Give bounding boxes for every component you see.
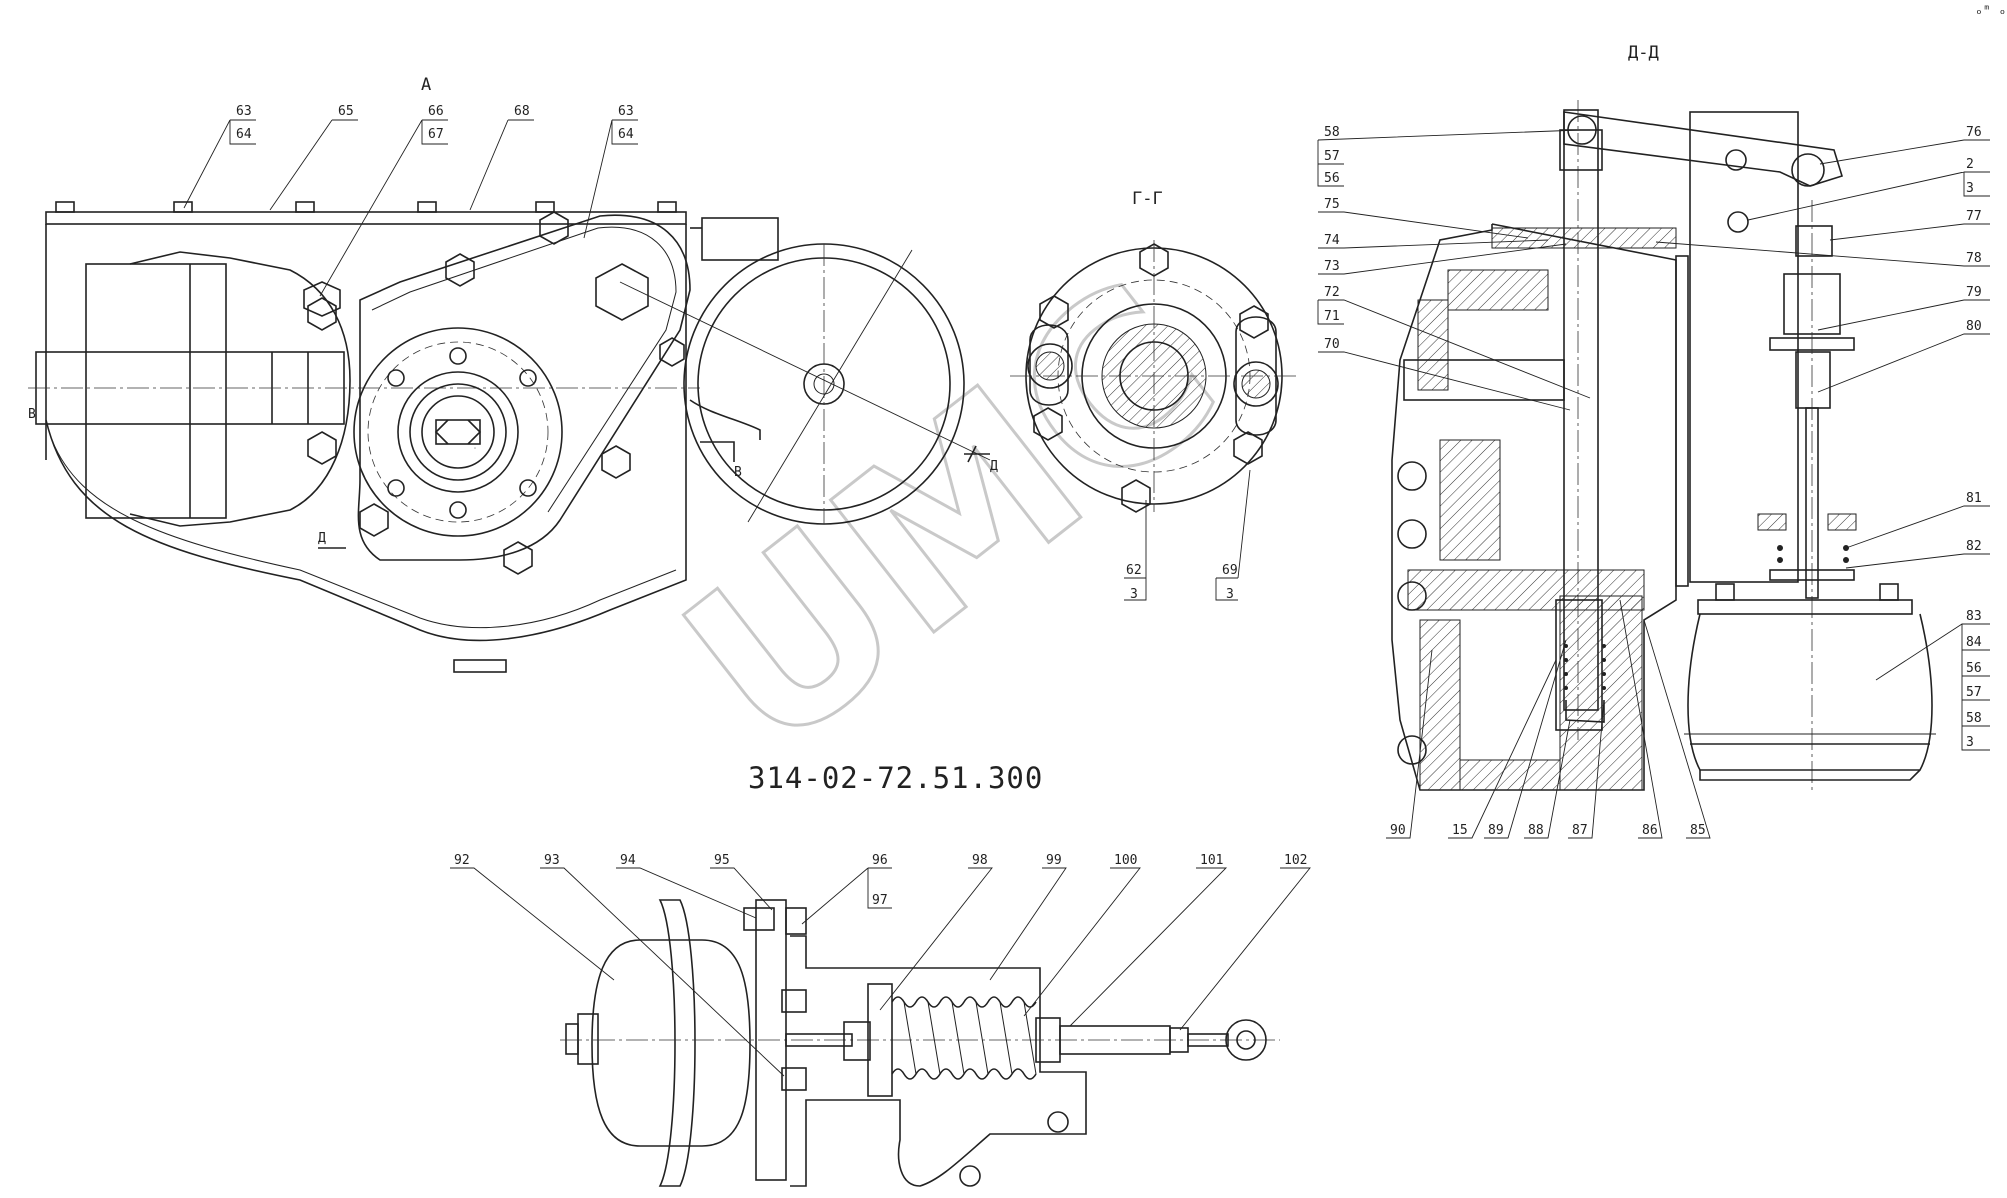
callout: 58 [1324, 125, 1340, 140]
callout: 57 [1966, 685, 1982, 700]
callout: 88 [1528, 823, 1544, 838]
callout: 3 [1966, 735, 1974, 750]
callout: 3 [1226, 587, 1234, 602]
bottom-view: 92 93 94 95 96 97 98 99 100 101 102 [450, 853, 1311, 1187]
callout: 102 [1284, 853, 1307, 868]
callout: 64 [618, 127, 634, 142]
callout: 97 [872, 893, 888, 908]
callout: 72 [1324, 285, 1340, 300]
callout: 96 [872, 853, 888, 868]
callout: 65 [338, 104, 354, 119]
callout: 73 [1324, 259, 1340, 274]
callout: 94 [620, 853, 636, 868]
section-d-d: Д-Д 58 57 56 [1317, 43, 1990, 839]
callout: 70 [1324, 337, 1340, 352]
callout: 63 [236, 104, 252, 119]
callout: 68 [514, 104, 530, 119]
corner-mark: ₒᵐ ₒₒₒ [1975, 3, 2007, 18]
callout: 89 [1488, 823, 1504, 838]
callout: 85 [1690, 823, 1706, 838]
mark-v-left: В [28, 407, 36, 422]
callout: 93 [544, 853, 560, 868]
callout: 90 [1390, 823, 1406, 838]
callout: 79 [1966, 285, 1982, 300]
section-g-title: Г-Г [1132, 189, 1163, 209]
section-d-title: Д-Д [1628, 43, 1659, 63]
callout: 77 [1966, 209, 1982, 224]
mark-d-right: Д [990, 459, 998, 474]
callout: 98 [972, 853, 988, 868]
section-g-g: Г-Г 62 3 69 3 [1010, 189, 1300, 602]
mark-v-right: В [734, 465, 742, 480]
callout: 2 [1966, 157, 1974, 172]
callout: 76 [1966, 125, 1982, 140]
drawing-code: 314-02-72.51.300 [748, 761, 1043, 795]
watermark: UMC [638, 232, 1266, 805]
callouts-section-d-right: 76 2 3 77 78 79 80 81 82 83 84 56 57 58 … [1655, 125, 1990, 751]
callout: 84 [1966, 635, 1982, 650]
callouts-view-a: 63 64 65 66 67 68 63 64 [183, 104, 638, 297]
callout: 56 [1324, 171, 1340, 186]
callouts-section-d-bottom: 90 15 89 88 87 86 85 [1386, 599, 1711, 839]
callout: 62 [1126, 563, 1142, 578]
callouts-section-d-left: 58 57 56 75 74 73 72 71 70 [1317, 125, 1591, 411]
flange-bolts [387, 347, 537, 519]
callout: 83 [1966, 609, 1982, 624]
view-a: А В [28, 75, 998, 673]
callout: 80 [1966, 319, 1982, 334]
callout: 99 [1046, 853, 1062, 868]
callout: 56 [1966, 661, 1982, 676]
callout: 58 [1966, 711, 1982, 726]
callouts-bottom-view: 92 93 94 95 96 97 98 99 100 101 102 [450, 853, 1311, 1077]
callout: 57 [1324, 149, 1340, 164]
spring-coils [891, 996, 1037, 1080]
callout: 3 [1130, 587, 1138, 602]
hex-bolts [303, 211, 685, 575]
top-bolts [55, 201, 677, 213]
callout: 82 [1966, 539, 1982, 554]
callout: 86 [1642, 823, 1658, 838]
callout: 15 [1452, 823, 1468, 838]
callout: 3 [1966, 181, 1974, 196]
mark-d-left: Д [318, 531, 326, 546]
callout: 64 [236, 127, 252, 142]
view-a-title: А [421, 75, 431, 95]
watermark-text: UMC [639, 233, 1264, 803]
callout: 71 [1324, 309, 1340, 324]
callout: 100 [1114, 853, 1137, 868]
callout: 63 [618, 104, 634, 119]
callout: 74 [1324, 233, 1340, 248]
callout: 92 [454, 853, 470, 868]
callout: 78 [1966, 251, 1982, 266]
callout: 67 [428, 127, 444, 142]
spring-dots [1564, 644, 1606, 690]
callout: 81 [1966, 491, 1982, 506]
callout: 66 [428, 104, 444, 119]
callout: 95 [714, 853, 730, 868]
callout: 75 [1324, 197, 1340, 212]
callout: 69 [1222, 563, 1238, 578]
callout: 87 [1572, 823, 1588, 838]
callout: 101 [1200, 853, 1223, 868]
